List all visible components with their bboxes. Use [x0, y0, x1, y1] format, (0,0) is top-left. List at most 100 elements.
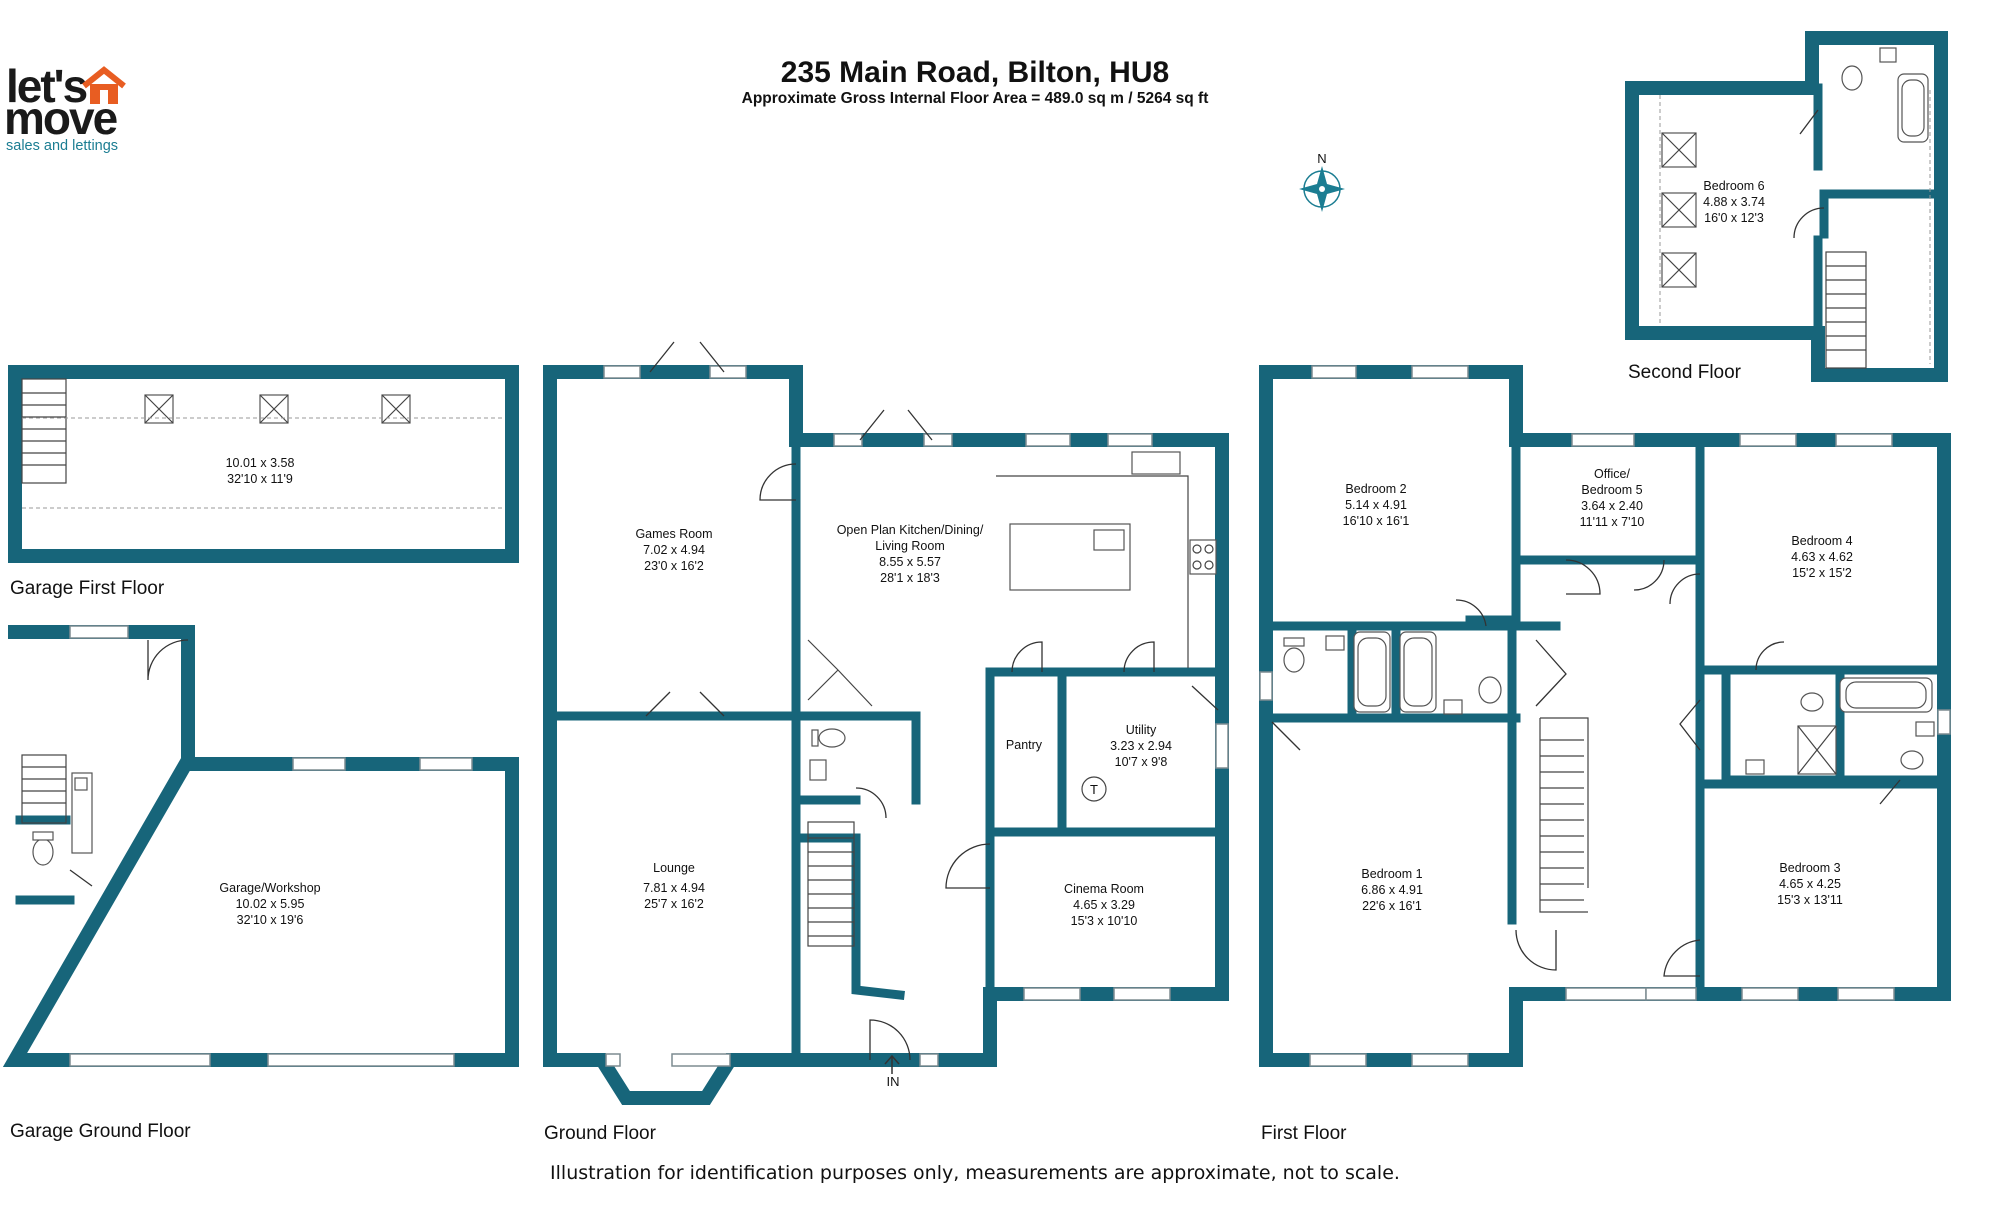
- room-dimensions-imperial: 16'10 x 16'1: [1343, 514, 1410, 528]
- room-dimensions-metric: 10.02 x 5.95: [236, 897, 305, 911]
- bathtub: [1399, 631, 1437, 713]
- window: [919, 1053, 939, 1067]
- room-dimensions-imperial: 15'3 x 10'10: [1071, 914, 1138, 928]
- door: [1879, 779, 1901, 805]
- shower: [1797, 725, 1837, 775]
- toilet: [1800, 692, 1824, 712]
- floor-label-ground: Ground Floor: [544, 1123, 657, 1144]
- skylight: [1661, 132, 1697, 168]
- room-dimensions-imperial: 11'11 x 7'10: [1580, 515, 1645, 529]
- window: [1571, 433, 1635, 447]
- toilet: [1841, 65, 1863, 91]
- floor-label-garage-ground: Garage Ground Floor: [10, 1121, 191, 1142]
- window: [603, 365, 641, 379]
- entrance-arrow-icon: [884, 1054, 900, 1074]
- sink: [74, 777, 88, 791]
- window: [1837, 987, 1895, 1001]
- window: [1259, 671, 1273, 701]
- room-name: Games Room: [635, 527, 712, 541]
- door: [1011, 641, 1043, 673]
- page-title: 235 Main Road, Bilton, HU8: [781, 56, 1169, 89]
- door: [1515, 929, 1557, 971]
- door: [1191, 685, 1219, 711]
- window: [1215, 723, 1229, 769]
- window: [1565, 987, 1647, 1001]
- toilet: [811, 728, 846, 748]
- room-name: Utility: [1126, 723, 1157, 737]
- skylight: [381, 394, 411, 424]
- company-logo: let's move sales and lettings: [4, 60, 126, 154]
- room-name: Open Plan Kitchen/Dining/: [837, 523, 984, 537]
- window: [1311, 365, 1357, 379]
- logo-tagline: sales and lettings: [6, 138, 118, 154]
- compass-icon: N: [1299, 151, 1345, 212]
- room-dimensions-metric: 6.86 x 4.91: [1361, 883, 1423, 897]
- floor-label-second: Second Floor: [1628, 362, 1742, 383]
- room-name: Bedroom 6: [1703, 179, 1764, 193]
- bathtub: [1353, 631, 1391, 713]
- room-name: Pantry: [1006, 738, 1043, 752]
- staircase: [21, 754, 67, 824]
- second-floor-plan: Bedroom 6 4.88 x 3.74 16'0 x 12'3: [1625, 31, 1948, 382]
- cupboard: [807, 639, 873, 707]
- door: [1271, 721, 1301, 751]
- staircase: [807, 821, 855, 947]
- room-dimensions-metric: 8.55 x 5.57: [879, 555, 941, 569]
- door: [855, 787, 887, 819]
- toilet: [32, 831, 54, 866]
- entrance-label: IN: [887, 1074, 900, 1089]
- toilet: [1478, 676, 1502, 704]
- window: [69, 1053, 211, 1067]
- skylight: [144, 394, 174, 424]
- door: [1633, 559, 1665, 591]
- door: [1799, 109, 1819, 135]
- window: [671, 1053, 731, 1067]
- room-name: Garage/Workshop: [219, 881, 320, 895]
- window: [1739, 433, 1797, 447]
- room-dimensions-imperial: 10'7 x 9'8: [1115, 755, 1168, 769]
- window: [709, 365, 747, 379]
- room-name-line2: Bedroom 5: [1581, 483, 1642, 497]
- staircase: [21, 378, 67, 484]
- door: [1123, 641, 1155, 673]
- logo-wordmark-top: let's: [6, 60, 87, 112]
- room-dimensions-metric: 4.65 x 4.25: [1779, 877, 1841, 891]
- room-dimensions-imperial: 15'3 x 13'11: [1777, 893, 1843, 907]
- door: [1455, 599, 1487, 627]
- disclaimer: Illustration for identification purposes…: [550, 1162, 1400, 1184]
- door: [1755, 641, 1785, 671]
- skylight: [1661, 252, 1697, 288]
- window: [292, 757, 346, 771]
- french-doors: [649, 341, 725, 373]
- sink: [1915, 721, 1935, 737]
- room-name: Lounge: [653, 861, 695, 875]
- page-subtitle: Approximate Gross Internal Floor Area = …: [742, 90, 1209, 107]
- staircase: [1825, 251, 1867, 369]
- room-name-line2: Living Room: [875, 539, 944, 553]
- window: [1107, 433, 1153, 447]
- room-dimensions-imperial: 16'0 x 12'3: [1704, 211, 1764, 225]
- sink: [1745, 759, 1765, 775]
- window: [1937, 709, 1951, 735]
- door: [147, 639, 189, 681]
- skylight: [259, 394, 289, 424]
- door: [1669, 573, 1701, 605]
- kitchen-worktop: [996, 475, 1189, 668]
- worktop: [71, 772, 93, 854]
- room-dimensions-imperial: 23'0 x 16'2: [644, 559, 704, 573]
- garage-first-floor-plan: 10.01 x 3.58 32'10 x 11'9: [8, 365, 519, 563]
- room-dimensions-metric: 4.65 x 3.29: [1073, 898, 1135, 912]
- compass-north-label: N: [1317, 151, 1326, 166]
- sink: [1325, 635, 1345, 651]
- tank-marker: T: [1090, 782, 1098, 797]
- french-doors: [645, 691, 725, 717]
- sink: [1131, 451, 1181, 475]
- french-doors: [859, 409, 933, 441]
- room-dimensions-imperial: 32'10 x 11'9: [227, 472, 293, 486]
- window: [1025, 433, 1071, 447]
- room-dimensions-metric: 4.88 x 3.74: [1703, 195, 1765, 209]
- floor-label-first: First Floor: [1261, 1123, 1347, 1144]
- staircase: [1539, 717, 1589, 913]
- room-dimensions-imperial: 25'7 x 16'2: [644, 897, 704, 911]
